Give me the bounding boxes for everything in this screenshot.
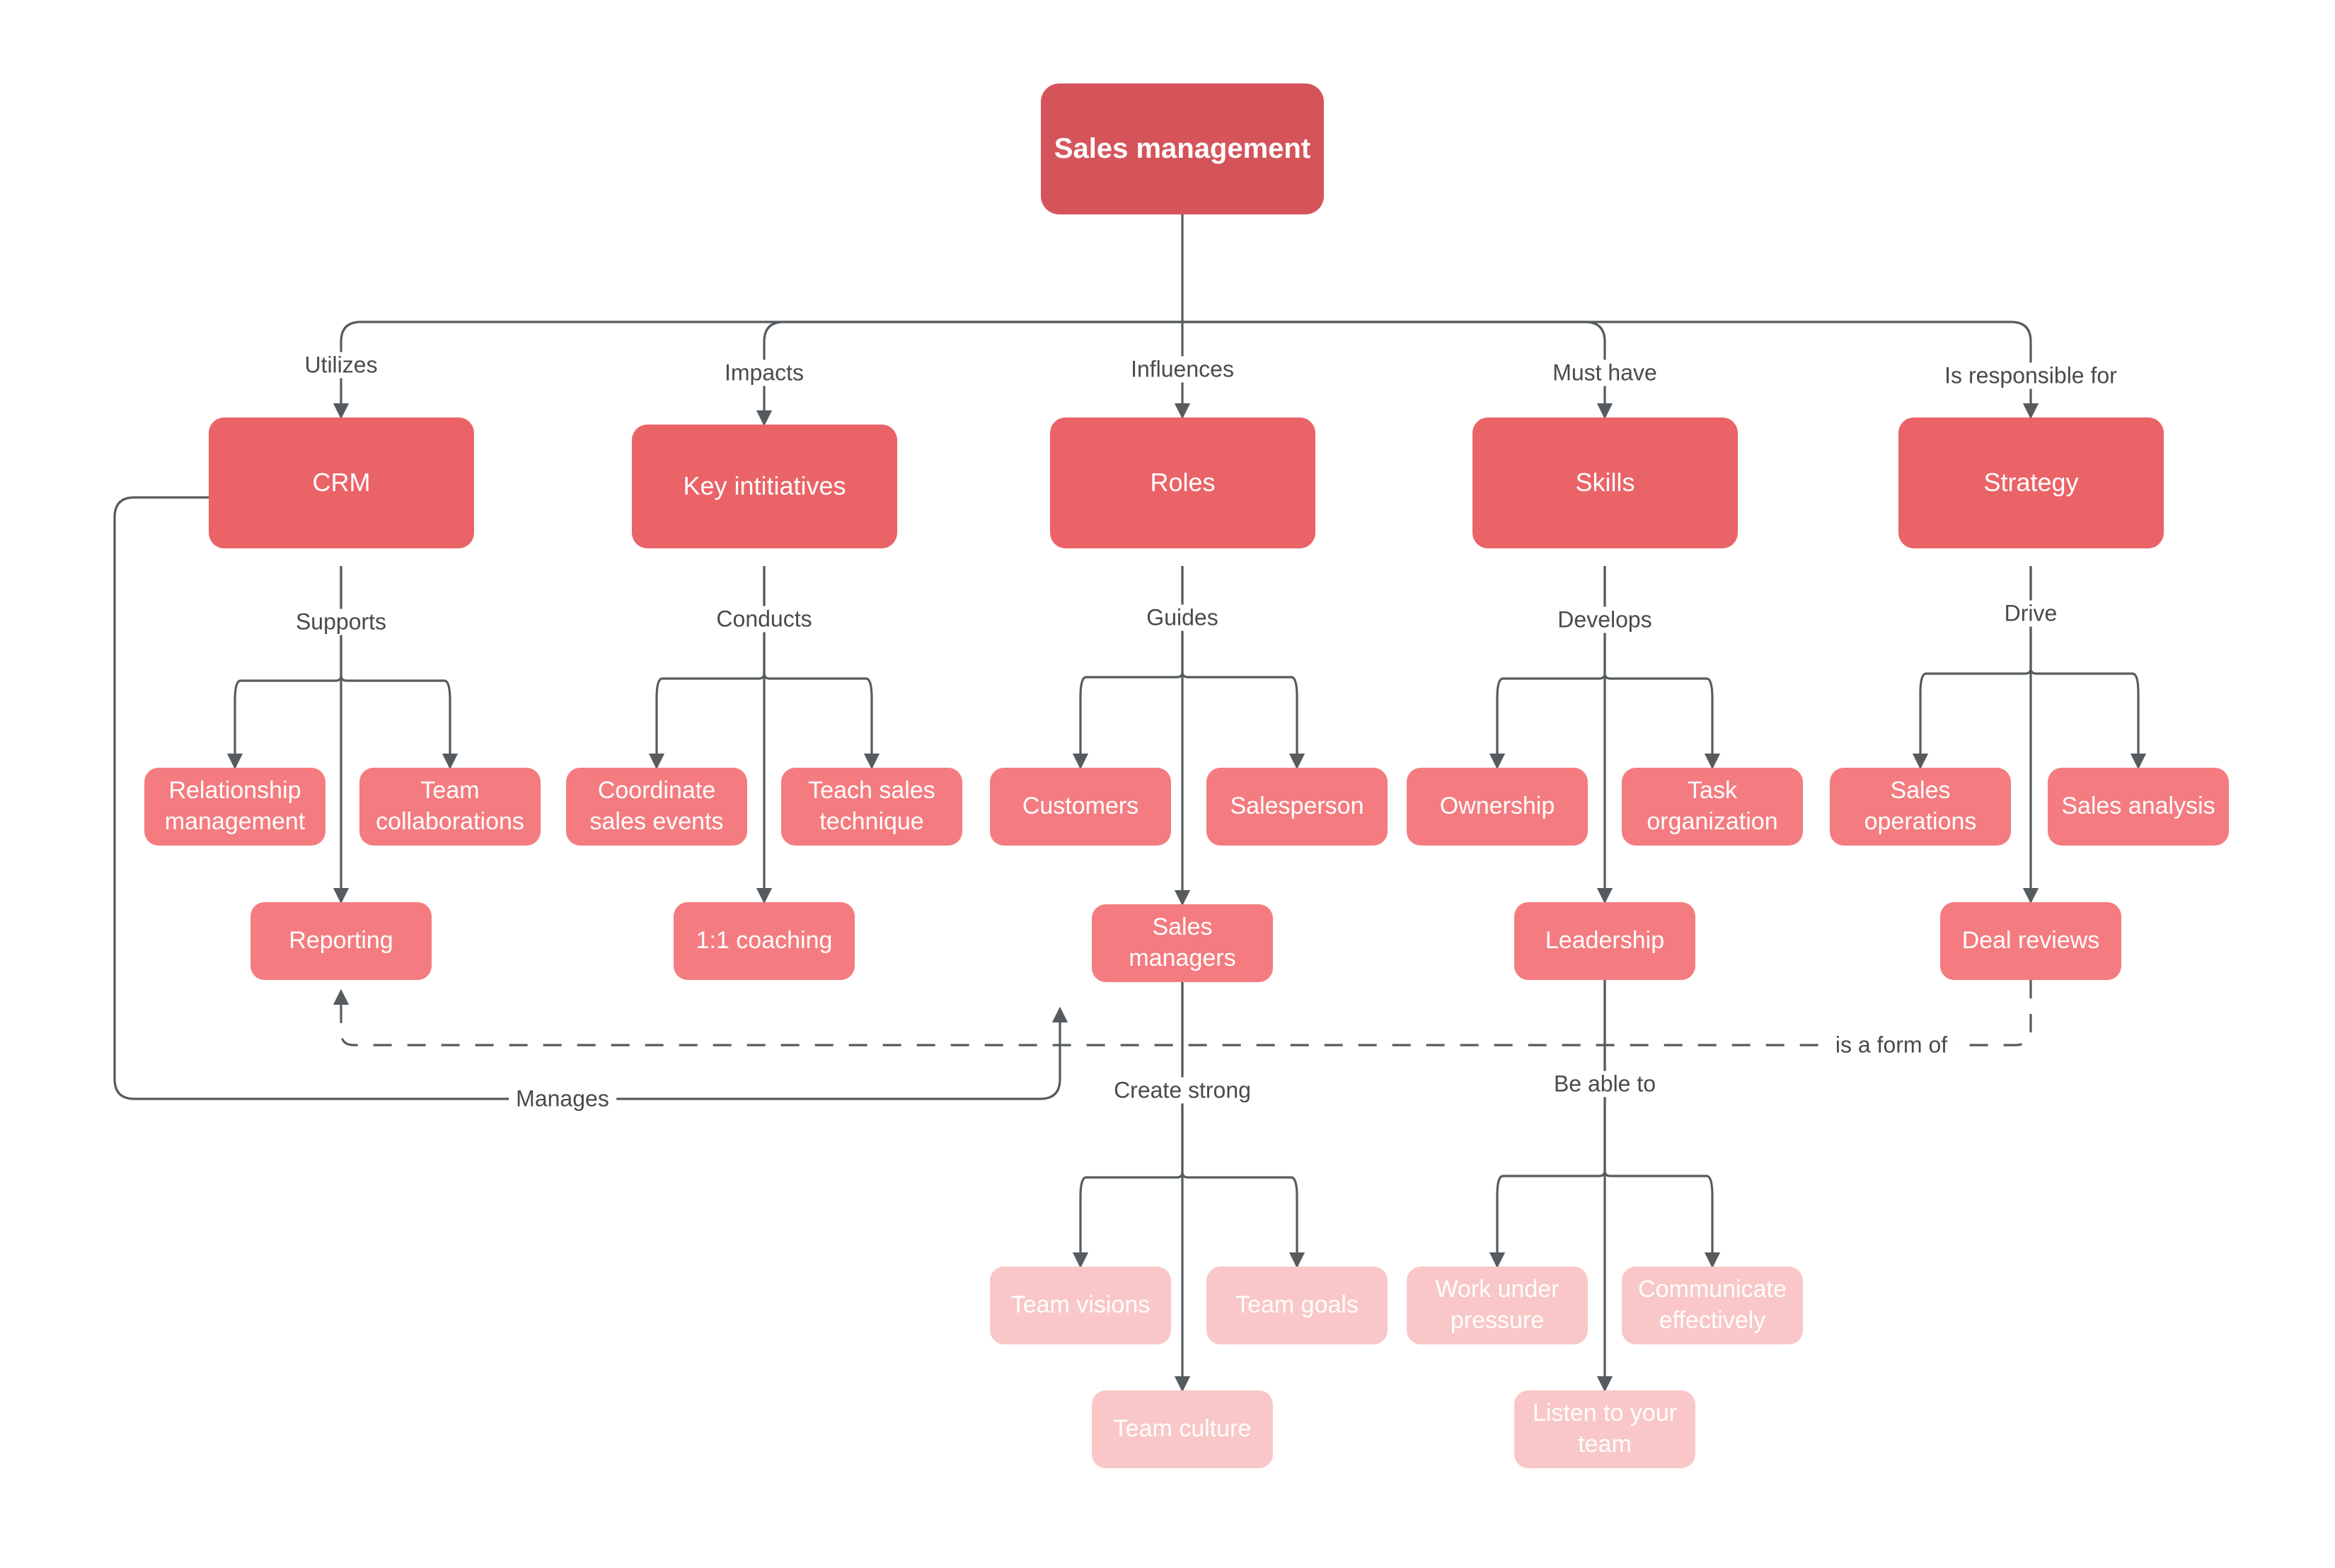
node-label: Sales managers <box>1129 913 1236 972</box>
edge-label-supports: Supports <box>288 609 394 635</box>
edge-label-is-a-form-of: is a form of <box>1828 1032 1955 1059</box>
edge-label-conducts: Conducts <box>709 606 819 633</box>
node-team-collaborations[interactable]: Team collaborations <box>359 768 541 846</box>
node-label: Team goals <box>1235 1291 1359 1319</box>
edge-label-be-able-to: Be able to <box>1546 1071 1664 1097</box>
edge-label-impacts: Impacts <box>717 359 812 386</box>
wire-crm-team <box>340 675 459 770</box>
node-team-goals[interactable]: Team goals <box>1206 1267 1388 1344</box>
node-key-initiatives[interactable]: Key intitiatives <box>632 425 897 548</box>
edge-label-utilizes: Utilizes <box>297 352 385 379</box>
node-deal-reviews[interactable]: Deal reviews <box>1940 902 2121 980</box>
node-label: Team visions <box>1010 1291 1151 1319</box>
node-salesperson[interactable]: Salesperson <box>1206 768 1388 846</box>
node-label: Coordinate sales events <box>589 777 724 835</box>
node-crm[interactable]: CRM <box>209 417 474 548</box>
node-work-under-pressure[interactable]: Work under pressure <box>1407 1267 1588 1344</box>
node-teach-sales-technique[interactable]: Teach sales technique <box>781 768 962 846</box>
node-label: Strategy <box>1983 468 2079 497</box>
node-label: Roles <box>1150 468 1216 497</box>
node-label: Ownership <box>1439 792 1555 820</box>
wire-key-coord <box>648 673 766 770</box>
node-1-1-coaching[interactable]: 1:1 coaching <box>674 902 855 980</box>
node-sales-managers[interactable]: Sales managers <box>1092 904 1273 982</box>
wire-leadership-comm <box>1603 1170 1721 1269</box>
node-roles[interactable]: Roles <box>1050 417 1315 548</box>
node-label: Sales management <box>1054 132 1311 164</box>
node-label: 1:1 coaching <box>696 927 833 955</box>
node-label: Leadership <box>1545 927 1665 955</box>
edge-label-is-responsible-for: Is responsible for <box>1937 362 2124 389</box>
wire-root-crm <box>333 321 1182 420</box>
node-label: Reporting <box>289 927 393 955</box>
wire-is-a-form-of <box>333 980 2032 1047</box>
wire-salesmgr-goals <box>1181 1172 1305 1269</box>
node-label: Communicate effectively <box>1638 1276 1787 1334</box>
wire-leadership-pressure <box>1489 1170 1606 1269</box>
node-sales-operations[interactable]: Sales operations <box>1830 768 2011 846</box>
node-reporting[interactable]: Reporting <box>250 902 432 980</box>
wire-roles-salesperson <box>1181 671 1305 770</box>
edge-label-manages: Manages <box>509 1085 616 1112</box>
node-label: CRM <box>312 468 371 497</box>
node-label: Relationship management <box>164 777 306 835</box>
node-label: Salesperson <box>1230 792 1364 820</box>
wire-root-key <box>756 321 1182 427</box>
wire-root-strategy <box>1182 321 2039 420</box>
node-ownership[interactable]: Ownership <box>1407 768 1588 846</box>
wire-strategy-ops <box>1912 668 2032 770</box>
edge-label-drive: Drive <box>1997 600 2065 627</box>
node-skills[interactable]: Skills <box>1472 417 1738 548</box>
node-label: Key intitiatives <box>683 471 846 501</box>
wire-crm-rel <box>226 675 342 770</box>
node-sales-management[interactable]: Sales management <box>1041 83 1324 214</box>
node-label: Listen to your team <box>1532 1400 1678 1458</box>
edge-label-influences: Influences <box>1124 356 1241 383</box>
node-label: Deal reviews <box>1961 927 2100 955</box>
node-strategy[interactable]: Strategy <box>1898 417 2164 548</box>
node-label: Teach sales technique <box>808 777 935 835</box>
node-label: Task organization <box>1647 777 1778 835</box>
node-label: Work under pressure <box>1435 1276 1559 1334</box>
edge-label-develops: Develops <box>1550 606 1659 633</box>
wire-manages <box>113 496 1068 1100</box>
wire-key-teach <box>763 673 880 770</box>
node-communicate-effectively[interactable]: Communicate effectively <box>1622 1267 1803 1344</box>
wire-roles-customers <box>1072 671 1184 770</box>
node-listen-to-your-team[interactable]: Listen to your team <box>1514 1390 1695 1468</box>
node-label: Team collaborations <box>376 777 524 835</box>
node-sales-analysis[interactable]: Sales analysis <box>2048 768 2229 846</box>
wire-strategy-analysis <box>2029 668 2147 770</box>
edge-label-create-strong: Create strong <box>1107 1077 1258 1104</box>
node-label: Sales analysis <box>2061 792 2215 820</box>
node-customers[interactable]: Customers <box>990 768 1171 846</box>
wire-salesmgr-visions <box>1072 1172 1184 1269</box>
edge-label-must-have: Must have <box>1545 359 1664 386</box>
node-team-culture[interactable]: Team culture <box>1092 1390 1273 1468</box>
wire-skills-ownership <box>1489 673 1606 770</box>
node-leadership[interactable]: Leadership <box>1514 902 1695 980</box>
node-task-organization[interactable]: Task organization <box>1622 768 1803 846</box>
node-relationship-management[interactable]: Relationship management <box>144 768 325 846</box>
node-label: Customers <box>1022 792 1139 820</box>
node-label: Skills <box>1575 468 1635 497</box>
node-label: Team culture <box>1113 1415 1252 1443</box>
edge-label-guides: Guides <box>1139 604 1226 631</box>
node-coordinate-sales-events[interactable]: Coordinate sales events <box>566 768 747 846</box>
node-label: Sales operations <box>1864 777 1977 835</box>
wire-skills-task <box>1603 673 1721 770</box>
wire-root-skills <box>1182 321 1613 420</box>
node-team-visions[interactable]: Team visions <box>990 1267 1171 1344</box>
